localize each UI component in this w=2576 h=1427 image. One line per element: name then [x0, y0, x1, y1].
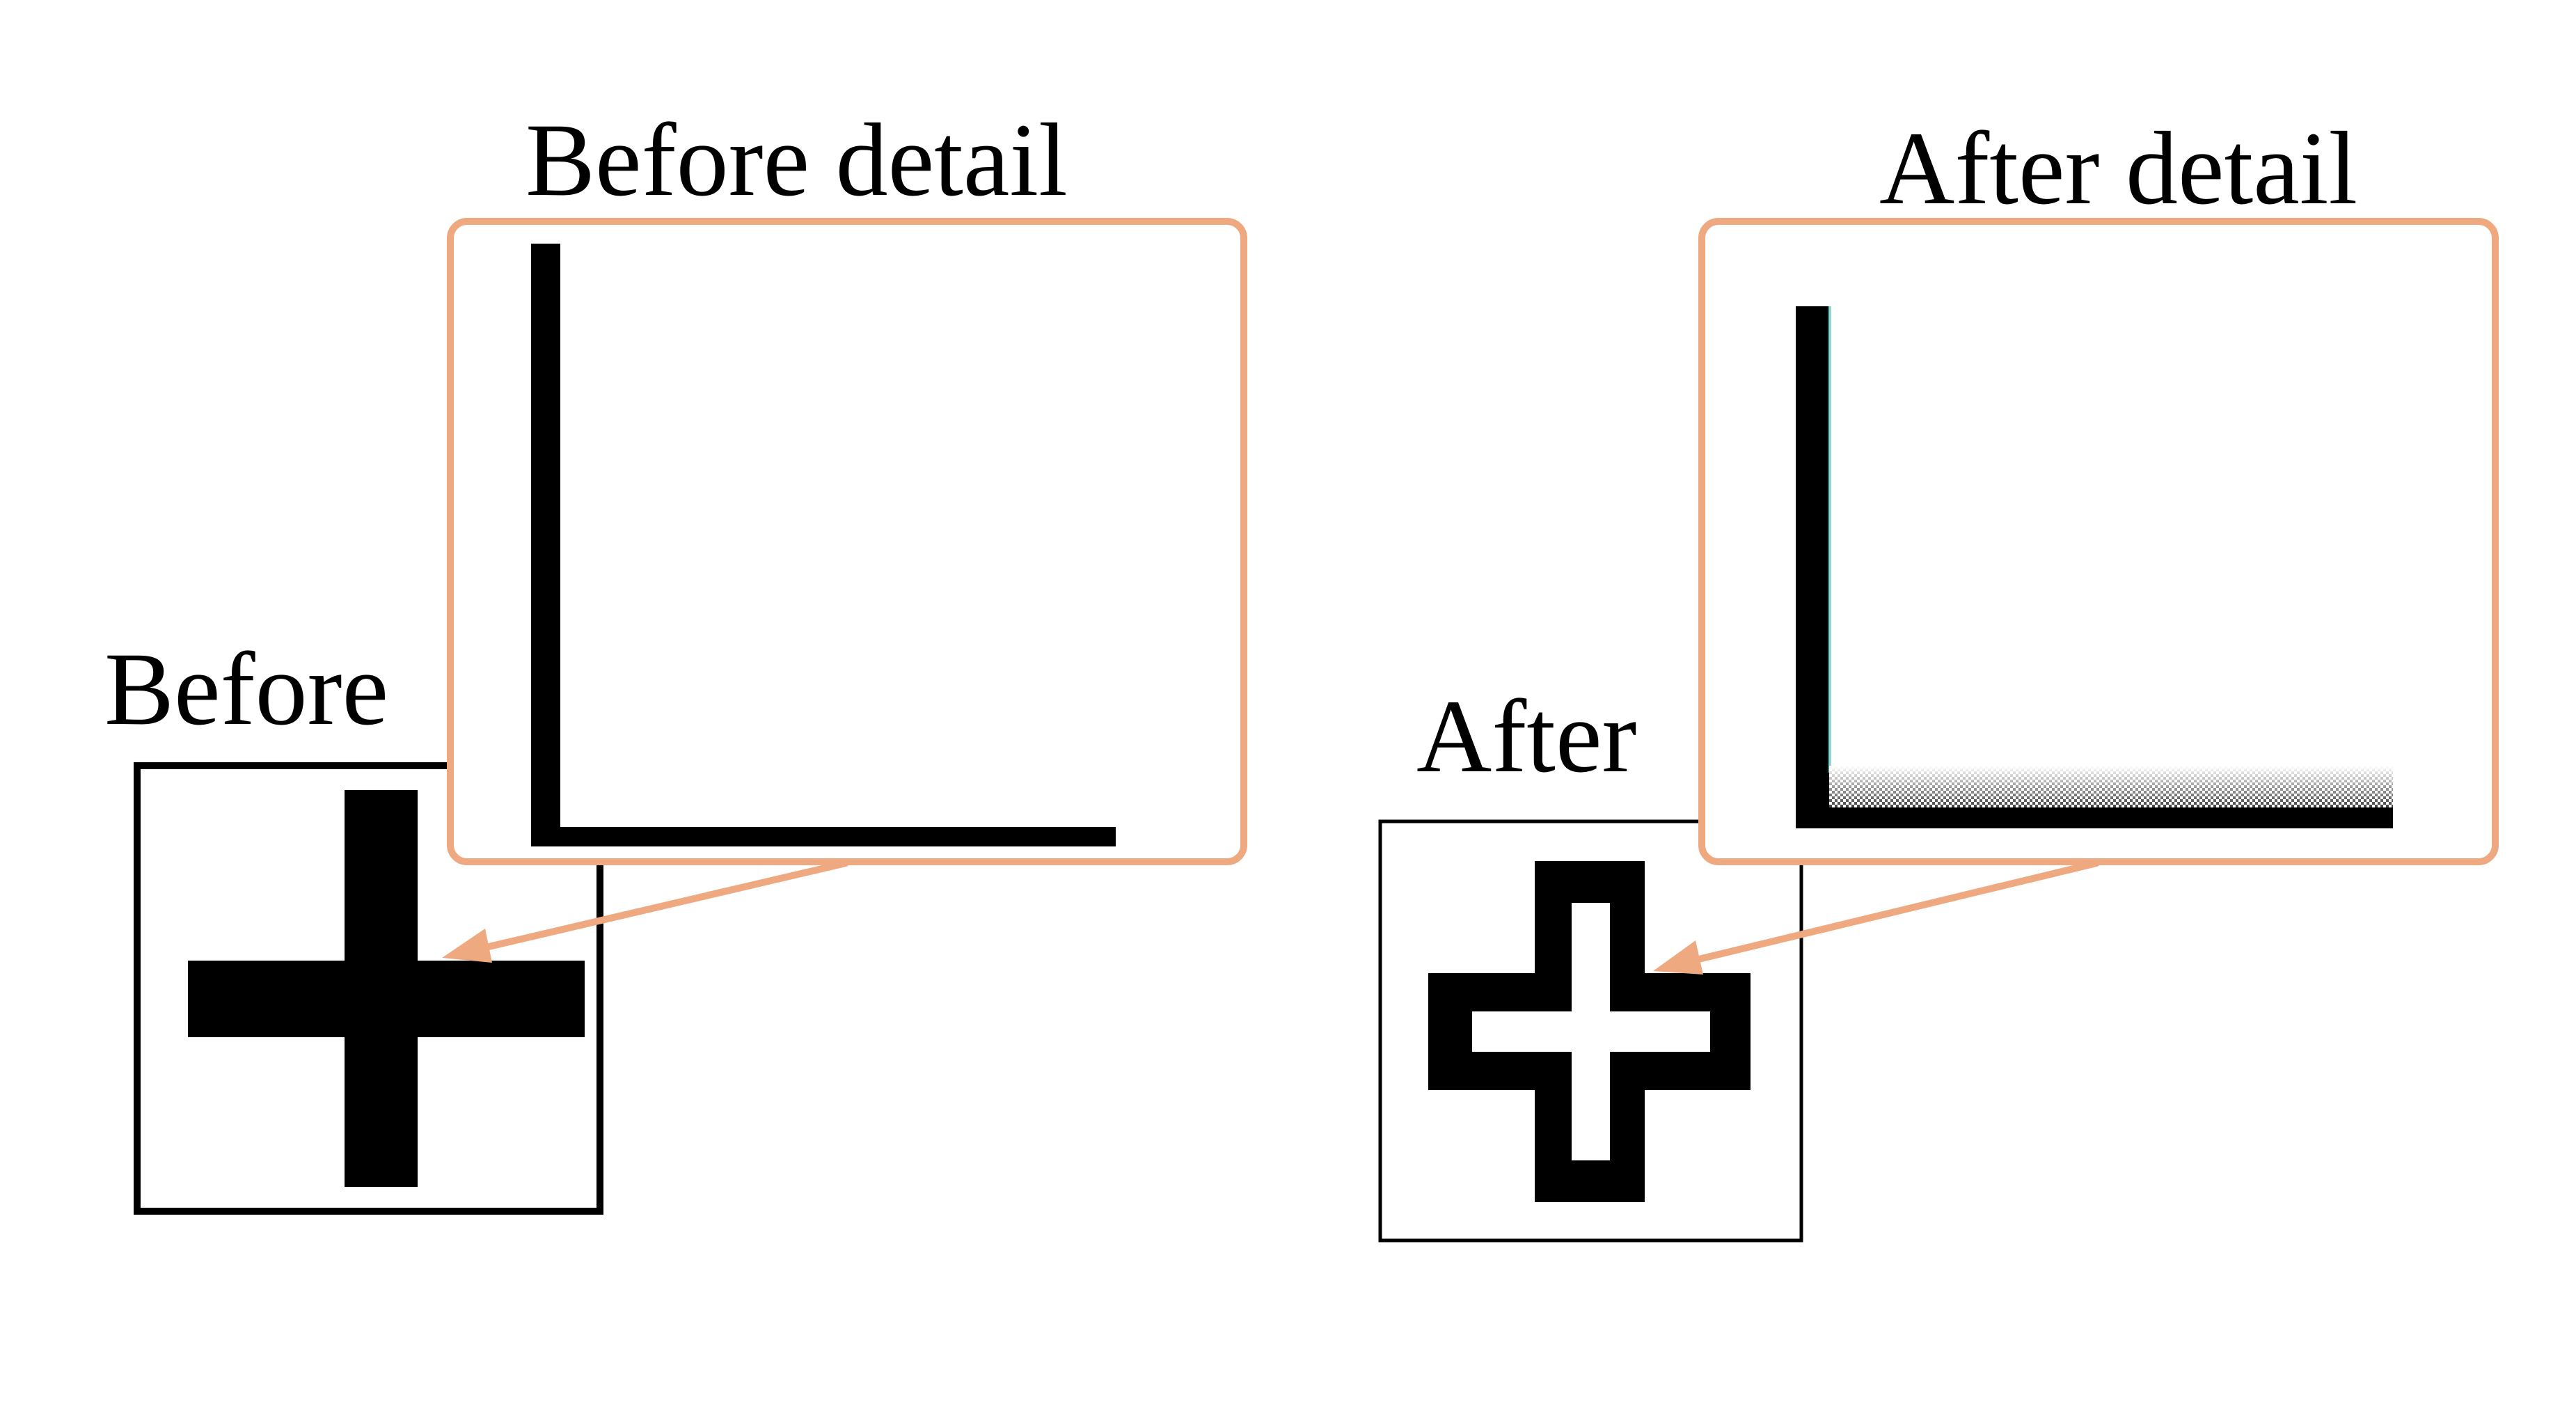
after-callout-arrow — [1653, 860, 2100, 975]
before-label: Before — [104, 631, 388, 747]
after-label: After — [1416, 679, 1636, 794]
before-callout-arrow — [442, 860, 849, 963]
after-detail-label: After detail — [1879, 111, 2357, 226]
before-corner-detail — [531, 244, 1116, 846]
before-detail-label: Before detail — [526, 102, 1068, 218]
before-detail-box — [447, 218, 1247, 865]
plus-icon — [188, 790, 585, 1187]
after-corner-detail — [1796, 306, 2393, 828]
outlined-plus-icon — [1428, 861, 1751, 1202]
